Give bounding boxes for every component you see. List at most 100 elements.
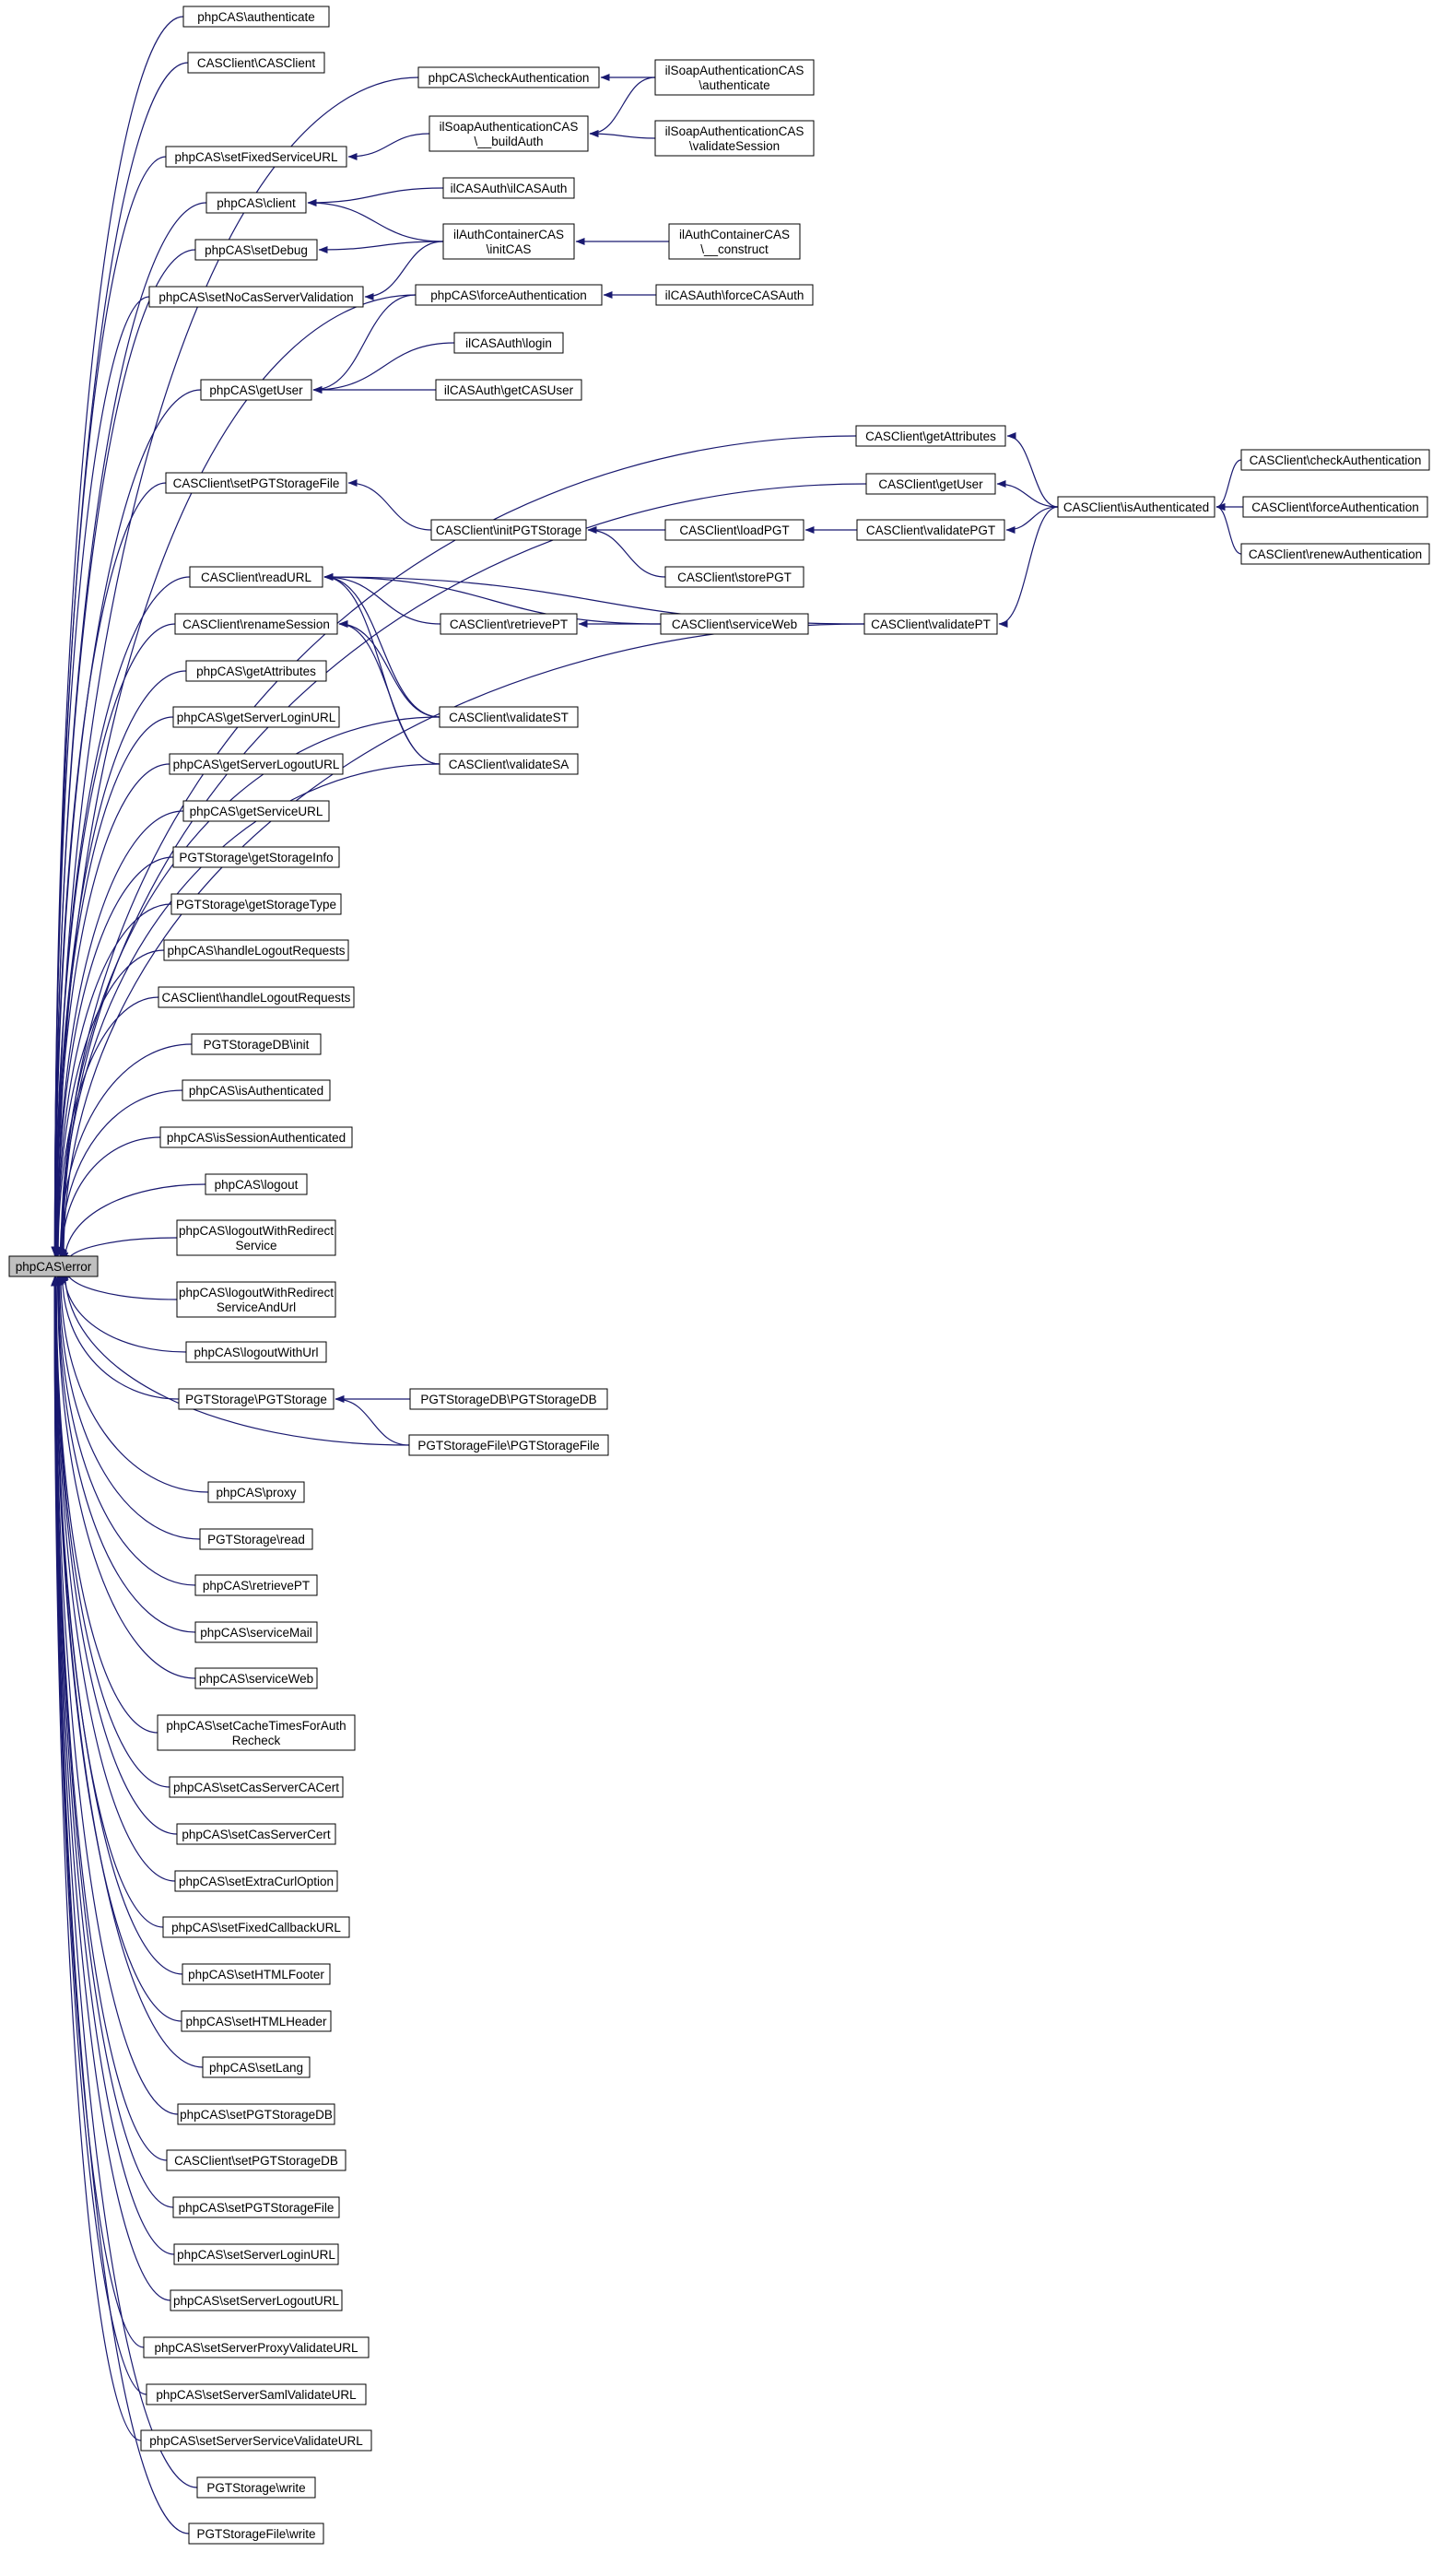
node-c1-servicemail[interactable]: phpCAS\serviceMail	[194, 1621, 318, 1643]
node-c1-proxy[interactable]: phpCAS\proxy	[207, 1481, 305, 1503]
node-c1-pgtstorage[interactable]: PGTStorage\PGTStorage	[178, 1388, 335, 1410]
node-box	[207, 1481, 305, 1503]
node-c1-renamesession[interactable]: CASClient\renameSession	[174, 613, 338, 635]
node-c2-pgtstoragedb[interactable]: PGTStorageDB\PGTStorageDB	[409, 1388, 608, 1410]
node-box	[453, 332, 564, 354]
node-label: phpCAS\logoutWithUrl	[194, 1346, 318, 1359]
edge-c1-renamesession-to-root	[52, 623, 176, 1256]
node-c2-validatesa[interactable]: CASClient\validateSA	[439, 753, 579, 775]
node-label: CASClient\validateSA	[449, 758, 569, 771]
node-c1-pgtstorage-read[interactable]: PGTStorage\read	[199, 1528, 313, 1550]
node-c1-setserverloginurl[interactable]: phpCAS\setServerLoginURL	[173, 2243, 339, 2265]
node-label: CASClient\validatePGT	[866, 523, 995, 537]
node-c1-setpgtstoragefile[interactable]: CASClient\setPGTStorageFile	[165, 472, 347, 494]
node-c1-getstorageinfo[interactable]: PGTStorage\getStorageInfo	[172, 846, 340, 868]
node-c1-getserviceurl[interactable]: phpCAS\getServiceURL	[182, 800, 330, 822]
node-c1-sethtmlheader[interactable]: phpCAS\setHTMLHeader	[181, 2010, 332, 2032]
node-c1-getserverlogouturl[interactable]: phpCAS\getServerLogoutURL	[169, 753, 344, 775]
node-c1-issessionauthenticated[interactable]: phpCAS\isSessionAuthenticated	[159, 1126, 353, 1148]
node-label: phpCAS\setPGTStorageDB	[180, 2108, 333, 2122]
node-c2-forceauthentication[interactable]: phpCAS\forceAuthentication	[415, 284, 603, 306]
node-c1-setfixedserviceurl[interactable]: phpCAS\setFixedServiceURL	[165, 146, 347, 168]
node-c3-serviceweb[interactable]: CASClient\serviceWeb	[660, 613, 809, 635]
node-c1-setserverproxyvalidateurl[interactable]: phpCAS\setServerProxyValidateURL	[143, 2336, 370, 2358]
node-c1-setserverservicevalidateurl[interactable]: phpCAS\setServerServiceValidateURL	[140, 2429, 372, 2452]
edge-c2-pgtstoragefile-to-root	[61, 1270, 410, 1446]
node-c1-pgtstoragefile-write[interactable]: PGTStorageFile\write	[188, 2523, 324, 2545]
edge-c3-soap-authenticate-to-c2-buildauth	[589, 76, 656, 137]
node-c1-authenticate[interactable]: phpCAS\authenticate	[182, 6, 330, 28]
edge-c1-issessionauthenticated-to-root	[57, 1136, 161, 1259]
node-c3-storepgt[interactable]: CASClient\storePGT	[664, 566, 804, 588]
node-c6-checkauthentication[interactable]: CASClient\checkAuthentication	[1240, 449, 1430, 471]
node-c1-setnocasservervalidation[interactable]: phpCAS\setNoCasServerValidation	[148, 286, 364, 308]
node-label: \initCAS	[487, 242, 532, 256]
node-c5-isauthenticated[interactable]: CASClient\isAuthenticated	[1057, 496, 1215, 518]
node-c2-buildauth[interactable]: ilSoapAuthenticationCAS\__buildAuth	[429, 115, 589, 152]
node-c1-setfixedcallbackurl[interactable]: phpCAS\setFixedCallbackURL	[162, 1916, 350, 1938]
node-label: CASClient\initPGTStorage	[436, 523, 581, 537]
node-c4-getattributes[interactable]: CASClient\getAttributes	[855, 425, 1006, 447]
node-c4-getuser[interactable]: CASClient\getUser	[865, 473, 996, 495]
node-c1-casclient-handlelogoutrequests[interactable]: CASClient\handleLogoutRequests	[158, 986, 355, 1008]
node-c1-casclient-setpgtstoragedb[interactable]: CASClient\setPGTStorageDB	[166, 2149, 346, 2171]
node-c2-initpgtstorage[interactable]: CASClient\initPGTStorage	[430, 519, 587, 541]
node-label: phpCAS\client	[217, 196, 296, 210]
edge-c1-logoutwithurl-to-root	[60, 1272, 187, 1353]
node-c1-getserverloginurl[interactable]: phpCAS\getServerLoginURL	[172, 706, 340, 728]
node-c1-setcasservercert[interactable]: phpCAS\setCasServerCert	[176, 1823, 336, 1845]
node-c6-forceauthentication[interactable]: CASClient\forceAuthentication	[1242, 496, 1428, 518]
node-c1-setcasservercacert[interactable]: phpCAS\setCasServerCACert	[169, 1776, 344, 1798]
node-c1-setserverlogouturl[interactable]: phpCAS\setServerLogoutURL	[170, 2289, 343, 2311]
node-c1-getuser[interactable]: phpCAS\getUser	[200, 379, 312, 401]
node-c2-pgtstoragefile[interactable]: PGTStorageFile\PGTStorageFile	[408, 1434, 609, 1456]
node-label: ilSoapAuthenticationCAS	[665, 64, 804, 77]
node-c1-setextracurloption[interactable]: phpCAS\setExtraCurlOption	[174, 1870, 338, 1892]
node-c6-renewauthentication[interactable]: CASClient\renewAuthentication	[1240, 543, 1430, 565]
node-c1-phpcas-setpgtstoragefile[interactable]: phpCAS\setPGTStorageFile	[172, 2196, 340, 2218]
node-c2-login[interactable]: ilCASAuth\login	[453, 332, 564, 354]
node-c2-ilcasauth[interactable]: ilCASAuth\ilCASAuth	[442, 177, 575, 199]
node-c1-pgtstoragedb-init[interactable]: PGTStorageDB\init	[191, 1033, 322, 1055]
node-c1-setserversamlvalidateurl[interactable]: phpCAS\setServerSamlValidateURL	[146, 2383, 367, 2405]
node-c1-logoutwithurl[interactable]: phpCAS\logoutWithUrl	[185, 1341, 327, 1363]
edge-c2-validatest-to-root	[57, 716, 440, 1258]
node-c2-getcasuser[interactable]: ilCASAuth\getCASUser	[435, 379, 582, 401]
node-c1-getattributes[interactable]: phpCAS\getAttributes	[185, 660, 327, 682]
node-c3-construct[interactable]: ilAuthContainerCAS\__construct	[668, 223, 801, 260]
node-label: phpCAS\setCasServerCert	[182, 1828, 331, 1841]
node-c1-getstoragetype[interactable]: PGTStorage\getStorageType	[170, 893, 342, 915]
node-c1-sethtmlfooter[interactable]: phpCAS\setHTMLFooter	[182, 1963, 331, 1985]
node-c3-loadpgt[interactable]: CASClient\loadPGT	[664, 519, 804, 541]
node-c3-soap-authenticate[interactable]: ilSoapAuthenticationCAS\authenticate	[654, 59, 815, 96]
node-label: phpCAS\forceAuthentication	[430, 288, 587, 302]
root-node[interactable]: phpCAS\error	[8, 1255, 99, 1277]
node-c1-retrievept[interactable]: phpCAS\retrievePT	[194, 1574, 318, 1596]
edge-c1-setextracurloption-to-root	[52, 1276, 176, 1882]
node-c2-validatest[interactable]: CASClient\validateST	[439, 706, 579, 728]
node-box	[182, 1079, 331, 1101]
node-c3-forcecasauth[interactable]: ilCASAuth\forceCASAuth	[655, 284, 814, 306]
node-c1-logout[interactable]: phpCAS\logout	[205, 1173, 308, 1195]
node-box	[194, 239, 318, 261]
node-c1-pgtstorage-write[interactable]: PGTStorage\write	[196, 2476, 316, 2499]
node-c1-isauthenticated[interactable]: phpCAS\isAuthenticated	[182, 1079, 331, 1101]
node-c1-handlelogoutrequests[interactable]: phpCAS\handleLogoutRequests	[163, 939, 349, 961]
node-c2-retrievept[interactable]: CASClient\retrievePT	[440, 613, 578, 635]
node-c1-serviceweb[interactable]: phpCAS\serviceWeb	[194, 1667, 318, 1689]
node-c2-initcas[interactable]: ilAuthContainerCAS\initCAS	[442, 223, 575, 260]
node-c1-readurl[interactable]: CASClient\readURL	[189, 566, 323, 588]
node-c1-client[interactable]: phpCAS\client	[205, 192, 307, 214]
node-c1-casclient[interactable]: CASClient\CASClient	[187, 52, 325, 74]
node-c4-validatepgt[interactable]: CASClient\validatePGT	[856, 519, 1005, 541]
node-c3-validatesession[interactable]: ilSoapAuthenticationCAS\validateSession	[654, 120, 815, 157]
node-c1-setdebug[interactable]: phpCAS\setDebug	[194, 239, 318, 261]
node-c2-checkauthentication[interactable]: phpCAS\checkAuthentication	[417, 66, 600, 88]
node-c1-setpgtstoragedb[interactable]: phpCAS\setPGTStorageDB	[177, 2103, 335, 2125]
node-label: CASClient\validatePT	[871, 617, 991, 631]
node-c4-validatept[interactable]: CASClient\validatePT	[863, 613, 998, 635]
node-c1-setlang[interactable]: phpCAS\setLang	[202, 2056, 311, 2078]
